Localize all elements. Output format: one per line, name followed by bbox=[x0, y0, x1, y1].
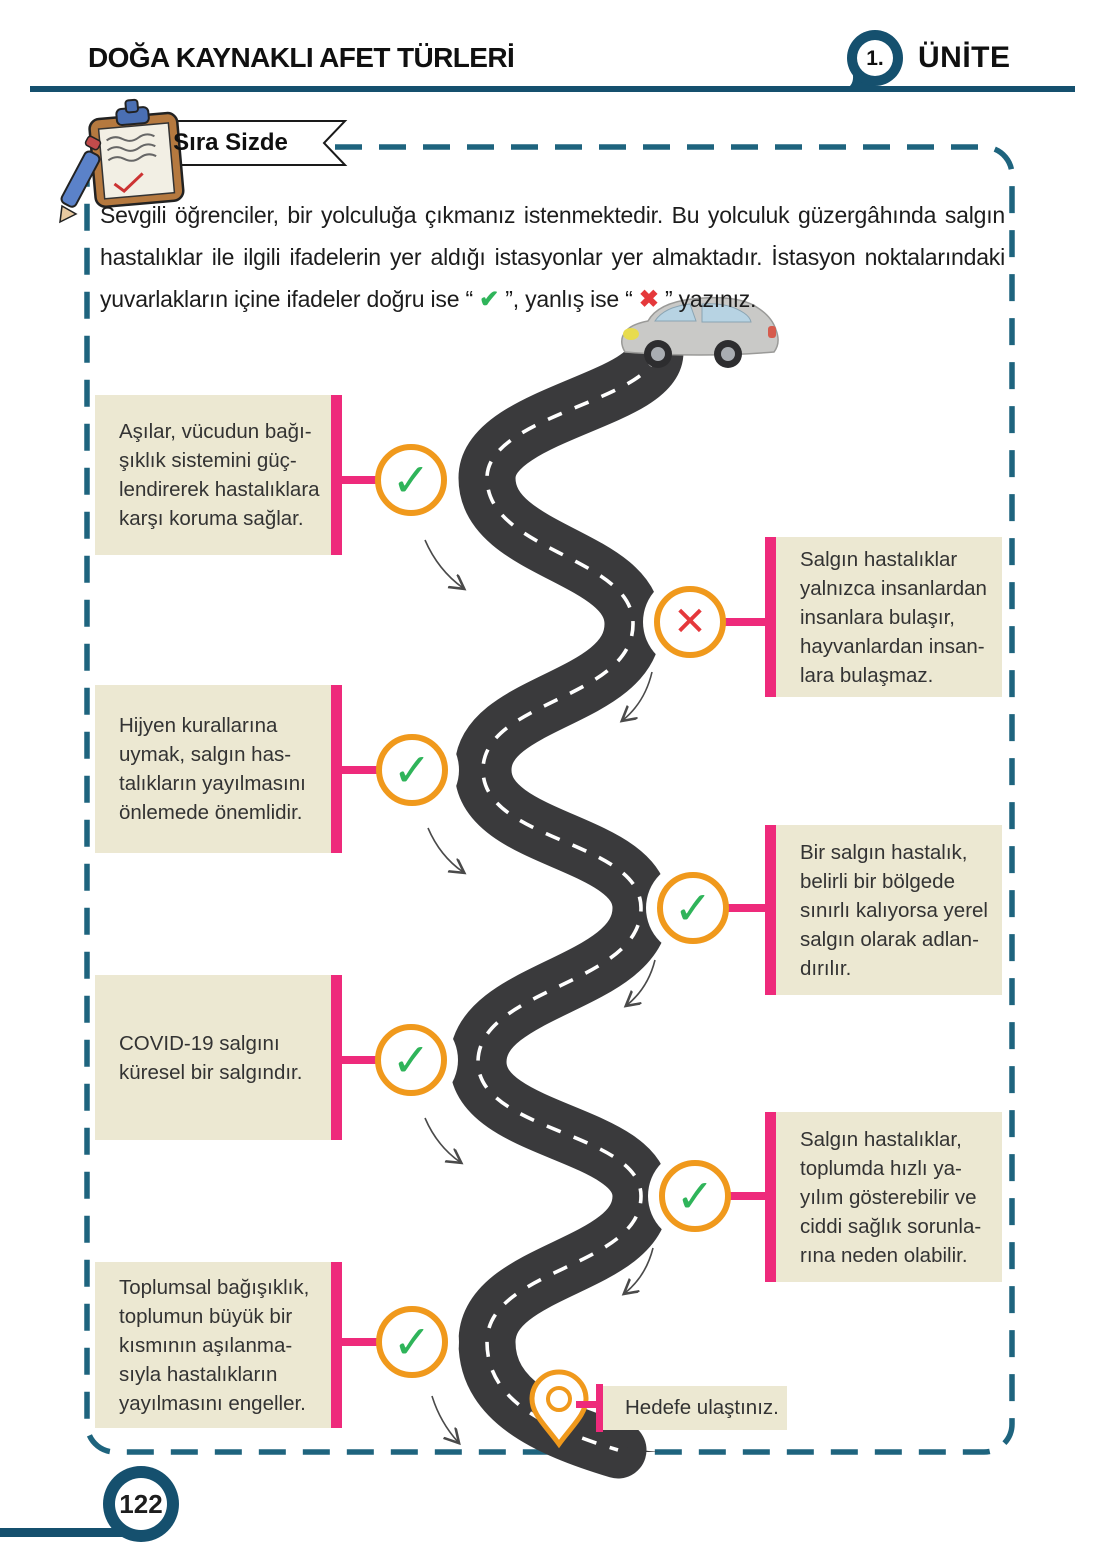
instruction-text-1: Sevgili öğrenciler, bir yolculuğa çıkman… bbox=[100, 202, 1005, 312]
statement-box-7: Toplumsal bağışıklık, toplumun büyük bir… bbox=[95, 1262, 331, 1428]
unit-label: ÜNİTE bbox=[918, 41, 1011, 74]
statement-text: Hijyen kurallarına uymak, salgın has- ta… bbox=[119, 714, 306, 824]
statement-accent-bar bbox=[765, 537, 776, 697]
check-icon: ✔ bbox=[479, 286, 500, 313]
statement-accent-bar bbox=[765, 825, 776, 995]
road-path bbox=[449, 323, 684, 1479]
check-mark: ✓ bbox=[673, 882, 713, 934]
check-mark: ✓ bbox=[392, 1316, 432, 1368]
station-answer-circle-5[interactable]: ✓ bbox=[375, 1024, 447, 1096]
statement-text: Salgın hastalıklar, toplumda hızlı ya- y… bbox=[800, 1127, 982, 1267]
statement-text: Salgın hastalıklar yalnızca insanlardan … bbox=[800, 547, 987, 687]
station-answer-circle-7[interactable]: ✓ bbox=[376, 1306, 448, 1378]
station-answer-circle-4[interactable]: ✓ bbox=[657, 872, 729, 944]
statement-text: Aşılar, vücudun bağı- şıklık sistemini g… bbox=[119, 420, 320, 530]
check-mark: ✓ bbox=[392, 744, 432, 796]
page-title: DOĞA KAYNAKLI AFET TÜRLERİ bbox=[88, 42, 515, 73]
statement-box-1: Aşılar, vücudun bağı- şıklık sistemini g… bbox=[95, 395, 331, 555]
unit-number-badge: 1. bbox=[866, 47, 884, 70]
statement-box-4: Bir salgın hastalık, belirli bir bölgede… bbox=[776, 825, 1002, 995]
statement-accent-bar bbox=[765, 1112, 776, 1282]
station-answer-circle-6[interactable]: ✓ bbox=[659, 1160, 731, 1232]
connector-line bbox=[720, 904, 768, 912]
statement-text: COVID-19 salgını küresel bir salgındır. bbox=[119, 1031, 303, 1084]
instruction-text-2: ”, yanlış ise “ bbox=[499, 286, 639, 312]
connector-line bbox=[718, 618, 768, 626]
goal-label: Hedefe ulaştınız. bbox=[625, 1396, 779, 1419]
goal-accent-bar bbox=[596, 1384, 603, 1432]
goal-box: Hedefe ulaştınız. bbox=[603, 1386, 787, 1430]
check-mark: ✓ bbox=[391, 1034, 431, 1086]
road-centerline bbox=[476, 351, 657, 1452]
connector-line bbox=[338, 476, 383, 484]
connector-line bbox=[338, 766, 383, 774]
cross-icon: ✖ bbox=[638, 286, 659, 313]
pencil-icon bbox=[59, 135, 102, 224]
statement-accent-bar bbox=[331, 975, 342, 1140]
check-mark: ✓ bbox=[675, 1170, 715, 1222]
cross-mark: ✕ bbox=[673, 600, 707, 644]
statement-accent-bar bbox=[331, 685, 342, 853]
station-answer-circle-2[interactable]: ✕ bbox=[654, 586, 726, 658]
destination-pin-icon bbox=[529, 1369, 589, 1449]
statement-box-6: Salgın hastalıklar, toplumda hızlı ya- y… bbox=[776, 1112, 1002, 1282]
goal-connector-line bbox=[576, 1401, 602, 1408]
page-number: 122 bbox=[119, 1489, 163, 1519]
statement-accent-bar bbox=[331, 395, 342, 555]
station-answer-circle-3[interactable]: ✓ bbox=[376, 734, 448, 806]
statement-box-2: Salgın hastalıklar yalnızca insanlardan … bbox=[776, 537, 1002, 697]
statement-box-3: Hijyen kurallarına uymak, salgın has- ta… bbox=[95, 685, 331, 853]
station-answer-circle-1[interactable]: ✓ bbox=[375, 444, 447, 516]
connector-line bbox=[722, 1192, 768, 1200]
activity-instruction: Sevgili öğrenciler, bir yolculuğa çıkman… bbox=[100, 194, 1005, 321]
statement-box-5: COVID-19 salgını küresel bir salgındır. bbox=[95, 975, 331, 1140]
direction-arrows bbox=[424, 539, 656, 1442]
statement-text: Toplumsal bağışıklık, toplumun büyük bir… bbox=[119, 1275, 310, 1415]
statement-accent-bar bbox=[331, 1262, 342, 1428]
check-mark: ✓ bbox=[391, 454, 431, 506]
statement-text: Bir salgın hastalık, belirli bir bölgede… bbox=[800, 840, 988, 980]
connector-line bbox=[338, 1056, 383, 1064]
activity-banner-title: Sıra Sizde bbox=[173, 129, 288, 156]
road-illustration bbox=[449, 323, 684, 1479]
connector-line bbox=[338, 1338, 383, 1346]
instruction-text-3: ” yazınız. bbox=[658, 286, 757, 312]
